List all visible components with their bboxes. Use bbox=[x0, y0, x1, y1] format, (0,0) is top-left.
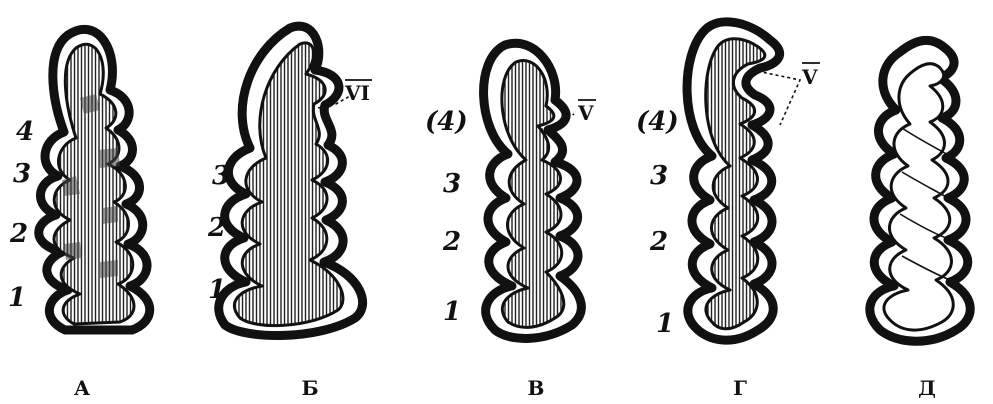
lobe-number-3: 3 bbox=[13, 159, 31, 189]
panel-caption-a: А bbox=[74, 376, 91, 400]
panel-b: VI 3 2 1 Б bbox=[207, 26, 372, 400]
panel-g: V (4) 3 2 1 Г bbox=[636, 22, 820, 400]
lobe-number-2: 2 bbox=[207, 213, 226, 243]
lobe-number-4: (4) bbox=[636, 107, 679, 137]
lobe-number-4: (4) bbox=[425, 107, 468, 137]
lobe-number-1: 1 bbox=[443, 297, 461, 327]
roman-label-v: V bbox=[577, 101, 594, 125]
lobe-number-1: 1 bbox=[656, 309, 674, 339]
lobe-number-2: 2 bbox=[442, 227, 461, 257]
panel-caption-d: Д bbox=[918, 376, 936, 400]
panel-caption-v: В bbox=[528, 376, 545, 400]
panel-a: 4 3 2 1 А bbox=[8, 29, 150, 400]
lobe-number-2: 2 bbox=[649, 227, 668, 257]
roman-label-g: V bbox=[801, 65, 818, 89]
roman-label-b: VI bbox=[344, 81, 370, 105]
panel-caption-b: Б bbox=[301, 376, 318, 400]
panel-caption-g: Г bbox=[733, 376, 747, 400]
lobe-number-2: 2 bbox=[9, 219, 28, 249]
lobe-number-4: 4 bbox=[16, 117, 34, 147]
panel-d: Д bbox=[870, 40, 970, 400]
lobe-number-3: 3 bbox=[650, 161, 668, 191]
lobe-number-1: 1 bbox=[208, 275, 226, 305]
lobe-number-3: 3 bbox=[443, 169, 461, 199]
lobe-number-1: 1 bbox=[8, 283, 26, 313]
lobe-number-3: 3 bbox=[212, 161, 230, 191]
panel-v: V (4) 3 2 1 В bbox=[425, 43, 596, 400]
